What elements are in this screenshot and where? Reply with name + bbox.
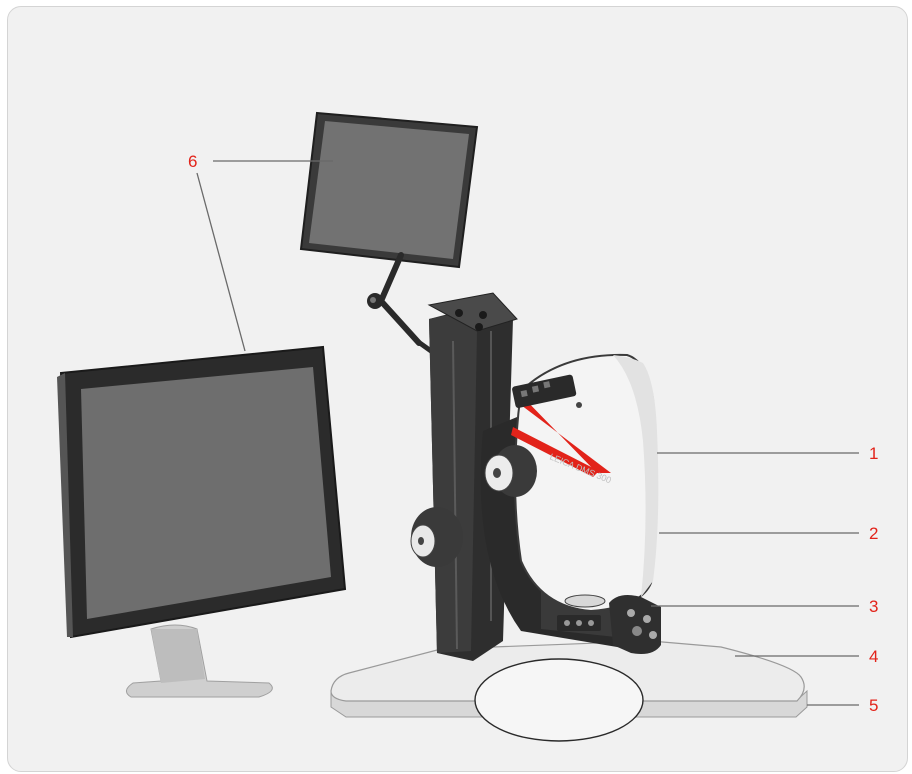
callout-2: 2 [869, 524, 878, 543]
microscope-head: LEICA DMS 300 [511, 353, 659, 613]
transmitted-light-plate [474, 658, 644, 742]
stand-column [427, 292, 518, 661]
callout-3: 3 [869, 597, 878, 616]
control-panel [557, 595, 661, 654]
callout-4: 4 [869, 647, 878, 666]
base-plate [330, 640, 808, 742]
focus-knob-right [484, 445, 537, 497]
external-monitor-screen [81, 367, 331, 619]
callout-5: 5 [869, 696, 878, 715]
leader-lines [196, 160, 859, 706]
red-accent-stripe [511, 427, 599, 477]
monitor-arm [367, 252, 434, 354]
leader-line-6-monitor [196, 172, 246, 352]
callout-1: 1 [869, 444, 878, 463]
external-monitor [57, 345, 347, 698]
tablet-screen [299, 111, 479, 269]
callout-6: 6 [188, 152, 197, 171]
illustration-panel: LEICA DMS 300 6 1 2 3 4 5 [7, 6, 908, 772]
focus-knob-left [410, 507, 463, 567]
